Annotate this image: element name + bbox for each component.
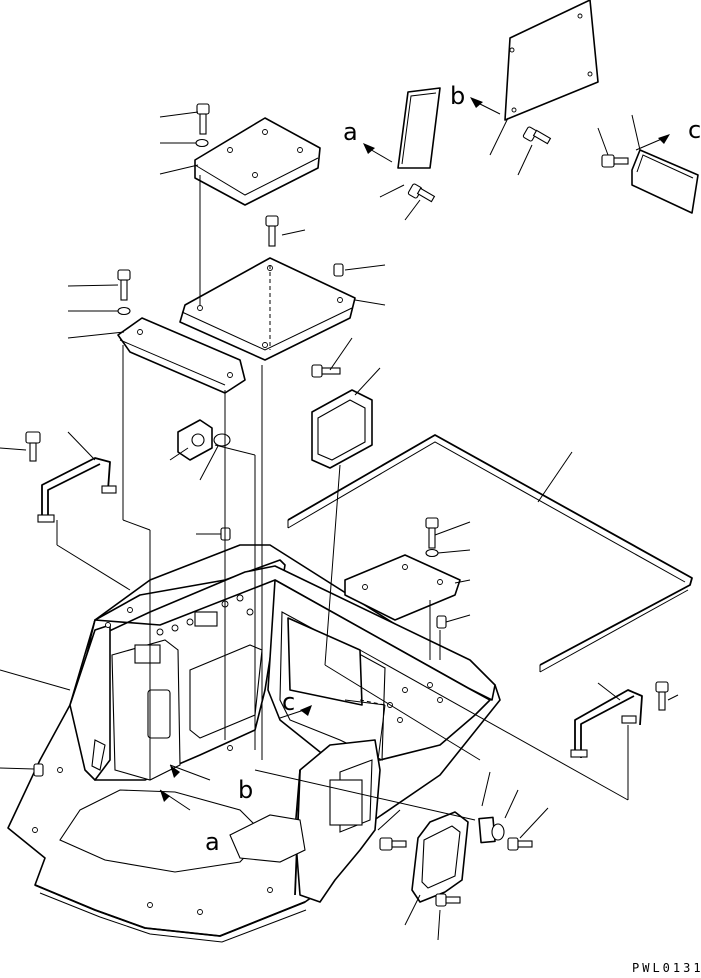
bolt: [435, 893, 461, 907]
tower-mid-plate: [179, 257, 356, 361]
tower-top-plate: [194, 117, 321, 206]
bolt: [655, 681, 669, 711]
bolt: [507, 837, 533, 851]
bolt: [117, 269, 131, 301]
callout-a-top: a: [343, 118, 358, 146]
handrail-left: [37, 457, 117, 523]
drawing-code: PWL0131: [632, 961, 701, 975]
washer: [195, 138, 209, 148]
bolt: [601, 154, 629, 168]
bolt: [522, 126, 552, 145]
callout-c-top: c: [688, 116, 701, 144]
cover-c-top: [631, 149, 699, 214]
bolt: [196, 103, 210, 135]
arrowheads: [160, 97, 670, 802]
bolt: [25, 431, 41, 462]
callout-a-bottom: a: [205, 828, 220, 856]
cover-a-top: [397, 87, 441, 169]
pin: [33, 763, 44, 777]
left-bracket-plate: [117, 317, 246, 394]
callout-b-bottom: b: [238, 776, 253, 804]
washer: [425, 548, 439, 558]
bolts: [25, 103, 669, 907]
leader-lines: [0, 111, 679, 941]
bolt: [265, 215, 279, 247]
bracket-bottom-right: [478, 816, 505, 844]
washer: [117, 306, 131, 316]
pin: [436, 615, 447, 629]
bolt: [379, 837, 407, 851]
hatch-window: [311, 389, 373, 469]
bolt: [425, 517, 439, 549]
bolt: [407, 183, 436, 203]
side-cover-bottom: [411, 811, 469, 903]
right-small-plate: [344, 554, 461, 621]
callout-b-top: b: [450, 82, 465, 110]
cover-b-top: [504, 0, 599, 121]
pin: [333, 263, 344, 277]
callout-c-bottom: c: [282, 688, 295, 716]
bolt: [311, 364, 341, 378]
handrail-right: [570, 689, 643, 758]
floor-frame: [7, 544, 501, 943]
switch-part: [177, 419, 231, 461]
